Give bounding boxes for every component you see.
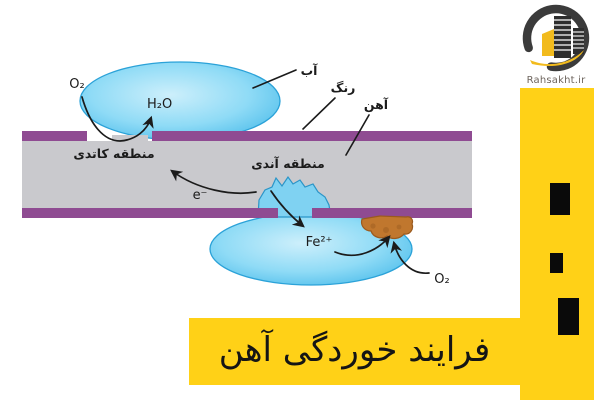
- logo-building-right: [573, 28, 584, 54]
- arrow-fe2-to-rust: [334, 235, 391, 257]
- accent-block: [558, 298, 579, 335]
- pointer-line-water: [252, 69, 297, 89]
- cathodic-region-label: منطقه کاتدی: [73, 146, 154, 161]
- site-name: Rahsakht.ir: [526, 75, 586, 86]
- rust-texture-dot: [383, 227, 389, 233]
- arrow-oxygen-to-rust: [390, 240, 430, 274]
- accent-block: [550, 253, 563, 273]
- corrosion-diagram: O₂ H₂O e⁻ Fe²⁺ O₂ منطقه کاتدی منطقه آندی…: [22, 61, 472, 287]
- page-title: فرایند خوردگی آهن: [218, 330, 491, 370]
- title-banner: فرایند خوردگی آهن: [189, 318, 520, 385]
- arrow-electron-flow: [170, 169, 257, 195]
- top-water-droplet: [79, 61, 281, 141]
- cathodic-exposed-iron: [112, 135, 148, 141]
- site-logo: Rahsakht.ir: [514, 4, 598, 86]
- rust-texture-dot: [370, 223, 376, 229]
- arrow-oxygen-to-water: [81, 96, 154, 142]
- paint-bottom-right: [312, 208, 472, 218]
- iron-callout-label: آهن: [364, 97, 389, 112]
- oxygen-top-label: O₂: [69, 77, 84, 92]
- water-callout-label: آب: [301, 63, 319, 78]
- logo-building-tower: [554, 16, 571, 58]
- arrow-anode-to-fe2: [270, 190, 305, 228]
- pointer-line-iron: [345, 114, 370, 156]
- paint-top-left: [22, 131, 87, 141]
- pointer-line-paint: [302, 97, 336, 130]
- accent-block: [550, 183, 570, 215]
- paint-callout-label: رنگ: [331, 80, 356, 95]
- logo-building-yellow: [542, 29, 554, 56]
- paint-top-right: [152, 131, 472, 141]
- right-accent-bar: [520, 88, 594, 400]
- rust-deposit: [360, 215, 414, 240]
- iron-bar: [22, 141, 472, 208]
- electron-label: e⁻: [193, 188, 208, 203]
- logo-ring: [522, 4, 590, 72]
- paint-bottom-left: [22, 208, 278, 218]
- oxygen-bottom-label: O₂: [434, 272, 449, 287]
- anodic-pit: [257, 175, 332, 218]
- rust-texture-dot: [396, 224, 402, 230]
- logo-swoosh: [530, 50, 584, 67]
- water-product-label: H₂O: [147, 97, 172, 112]
- iron-ion-label: Fe²⁺: [306, 235, 333, 250]
- logo-mark: [522, 4, 590, 72]
- anodic-region-label: منطقه آندی: [251, 156, 325, 171]
